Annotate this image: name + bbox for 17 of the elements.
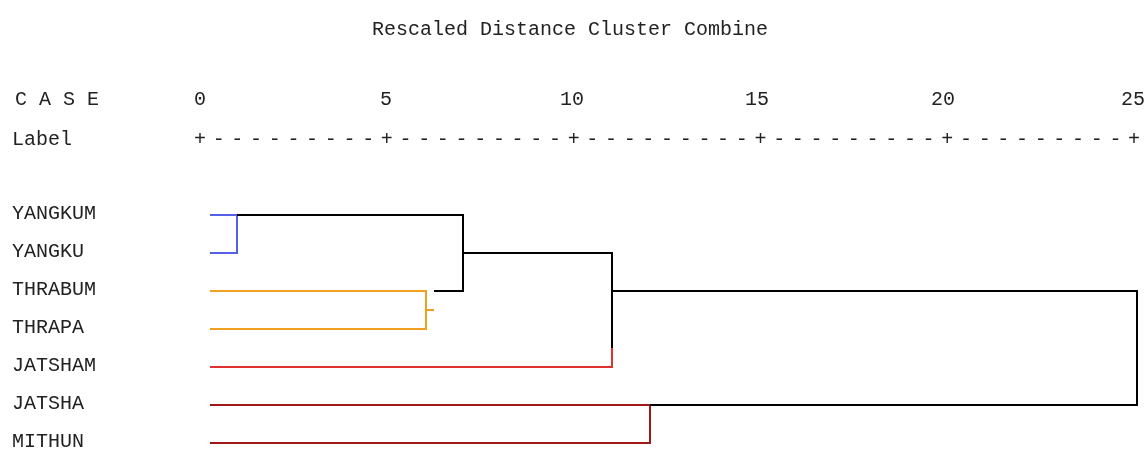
tick-label: 5 (380, 88, 392, 112)
case-label: YANGKUM (12, 202, 96, 226)
axis-caption: Label (12, 128, 72, 152)
axis-caption: C A S E (15, 88, 99, 112)
tick-label: 20 (931, 88, 955, 112)
tick-label: 25 (1121, 88, 1145, 112)
axis-scale-text: +---------+---------+---------+---------+---------+ (194, 128, 1146, 152)
case-label: MITHUN (12, 430, 84, 449)
chart-title: Rescaled Distance Cluster Combine (372, 18, 769, 42)
tick-label: 0 (194, 88, 206, 112)
case-label: THRAPA (12, 316, 84, 340)
case-label: JATSHAM (12, 354, 96, 378)
case-label: THRABUM (12, 278, 96, 302)
case-label: YANGKU (12, 240, 84, 264)
case-label: JATSHA (12, 392, 84, 416)
tick-label: 15 (745, 88, 769, 112)
tick-label: 10 (560, 88, 584, 112)
